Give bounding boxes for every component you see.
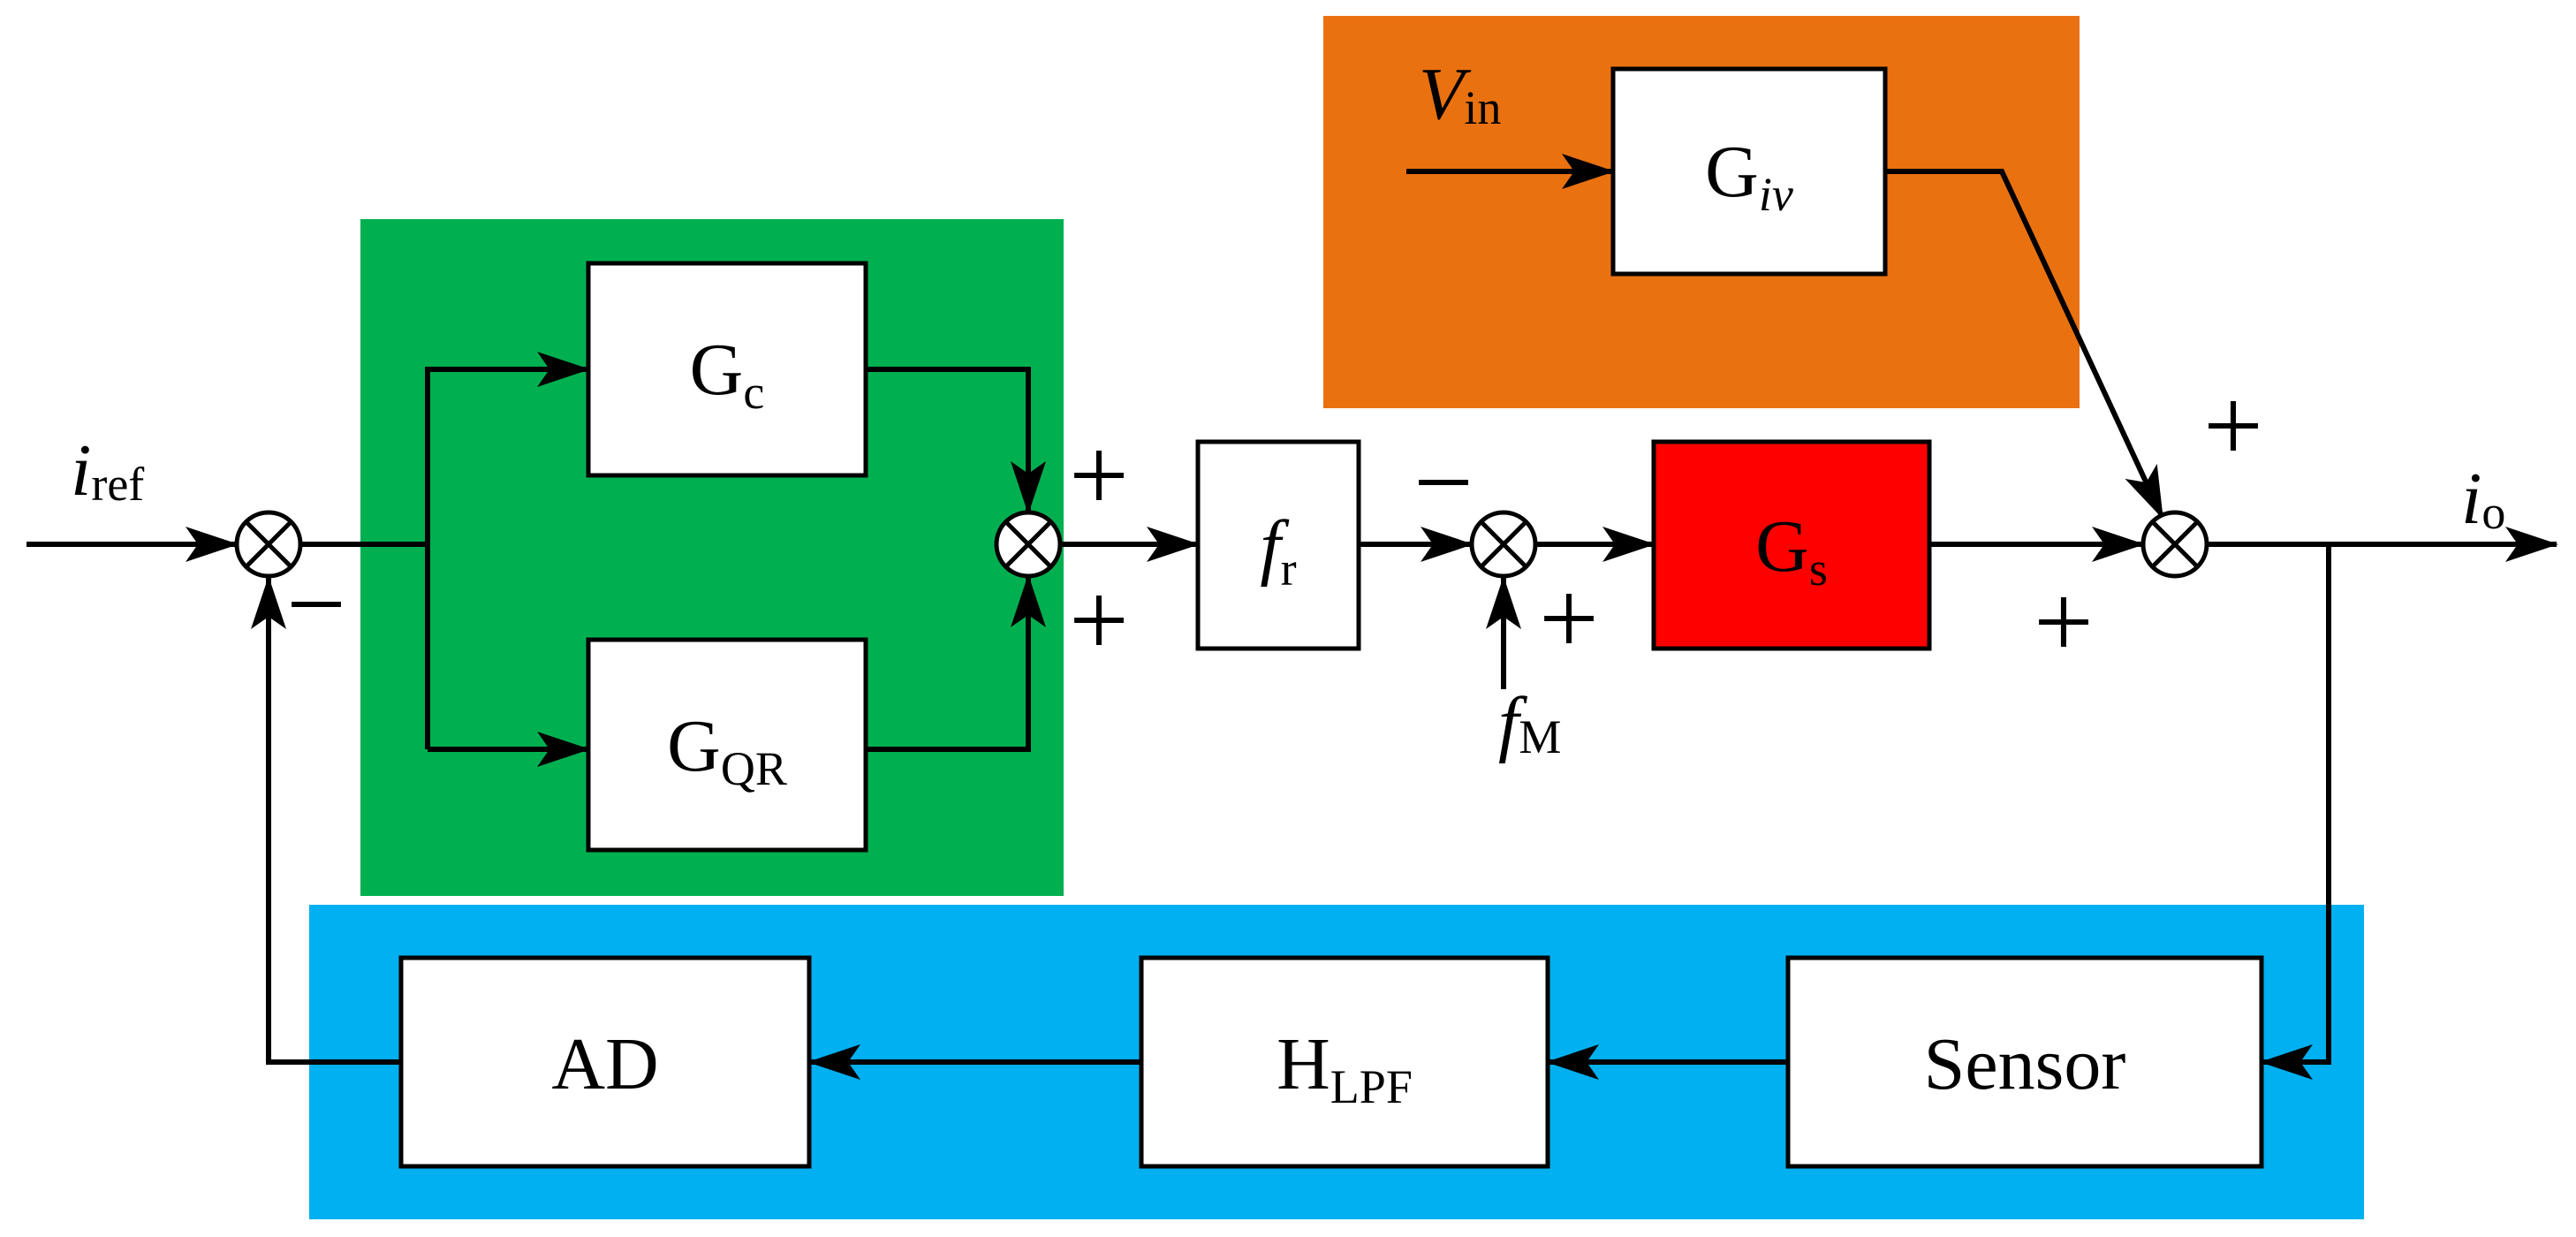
summing-junction-3	[1469, 510, 1538, 579]
gqr-label: GQR	[667, 705, 787, 795]
sum3-minus-sign: −	[1413, 423, 1474, 541]
summing-junction-1	[234, 510, 303, 579]
gs-label: Gs	[1755, 505, 1828, 596]
vin-label: Vin	[1419, 53, 1501, 135]
sum4-top-plus-sign: +	[2203, 367, 2263, 484]
fm-label: fM	[1498, 682, 1561, 764]
io-to-sensor-arrow	[2260, 544, 2331, 1080]
sensor-label: Sensor	[1924, 1023, 2126, 1105]
io-label: io	[2461, 458, 2505, 540]
giv-to-sum4-arrow	[1885, 169, 2165, 520]
gc-label: Gc	[690, 329, 765, 419]
gs-block	[1651, 439, 1932, 651]
gqr-block	[586, 637, 868, 853]
sensor-block	[1785, 955, 2264, 1169]
fr-block	[1195, 439, 1361, 651]
iref-label: iref	[71, 429, 144, 512]
giv-label: Giv	[1705, 131, 1793, 221]
hlpf-label: HLPF	[1277, 1023, 1413, 1113]
sum2-top-plus-sign: +	[1069, 416, 1129, 534]
ad-block	[398, 955, 812, 1169]
summing-junction-2	[994, 510, 1063, 579]
summing-junction-4	[2140, 510, 2209, 579]
hlpf-block	[1139, 955, 1550, 1169]
gqr-output-arrow	[866, 574, 1046, 752]
sum3-plus-sign: +	[1539, 559, 1599, 677]
signal-lines	[27, 154, 2558, 1080]
sum2-bottom-plus-sign: +	[1069, 561, 1129, 679]
ad-feedback-arrow	[251, 576, 401, 1065]
giv-block	[1610, 66, 1888, 277]
gc-input-arrow	[425, 352, 590, 749]
ad-label: AD	[551, 1023, 658, 1105]
sum4-left-plus-sign: +	[2034, 563, 2094, 680]
gc-block	[586, 261, 868, 478]
sum1-minus-sign: −	[286, 545, 346, 663]
gc-output-arrow	[866, 367, 1046, 514]
